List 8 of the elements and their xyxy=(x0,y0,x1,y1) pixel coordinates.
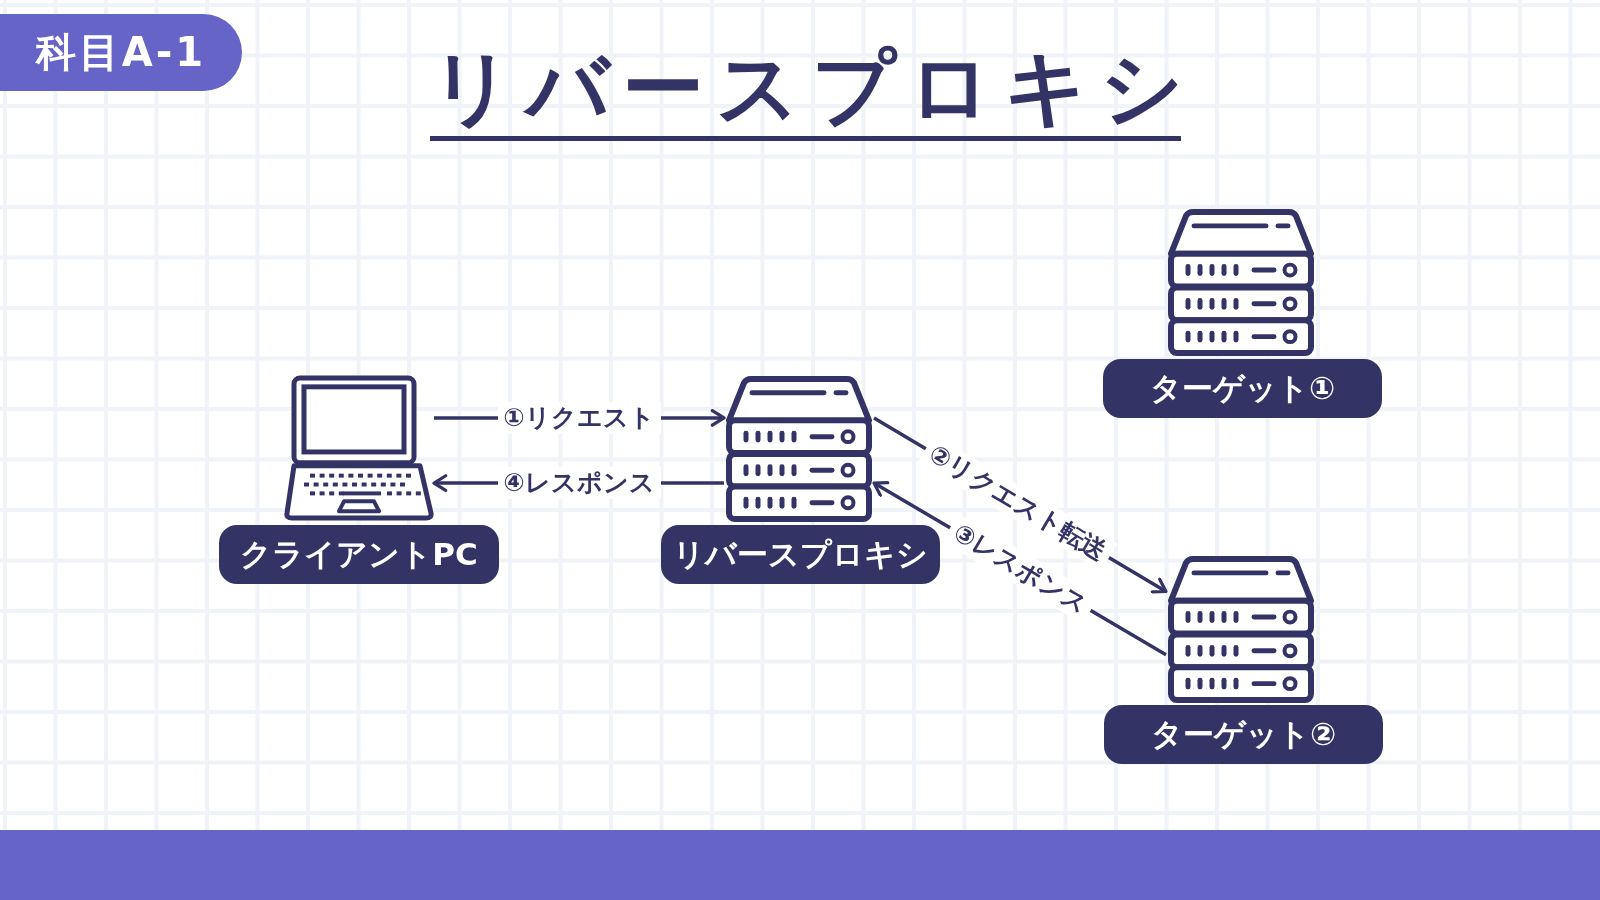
node-label: リバースプロキシ xyxy=(661,525,940,584)
node-label: ターゲット② xyxy=(1104,705,1383,764)
title-heading: リバースプロキシ xyxy=(430,40,1181,141)
edge-label: ④レスポンス xyxy=(497,467,661,500)
node-label: ターゲット① xyxy=(1103,359,1382,418)
node-label: クライアントPC xyxy=(219,525,499,584)
edge-label: ①リクエスト xyxy=(497,401,661,434)
subject-tag: 科目A-1 xyxy=(0,14,242,91)
